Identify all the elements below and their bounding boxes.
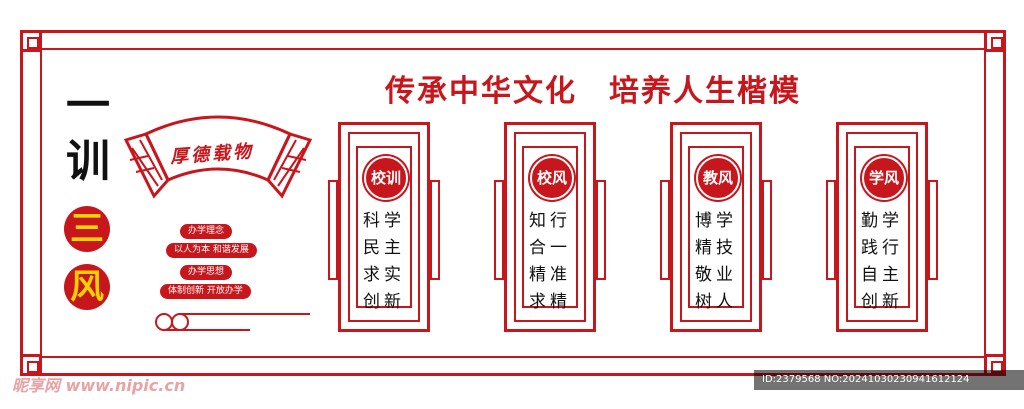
title-char: 训 bbox=[66, 136, 110, 187]
outer-frame bbox=[20, 30, 1006, 376]
title-circle-char: 三 bbox=[64, 206, 110, 252]
pill-label: 办学理念 bbox=[180, 224, 233, 239]
corner-ornament bbox=[20, 354, 42, 376]
watermark: 昵享网 www.nipic.cn bbox=[12, 376, 186, 395]
panel-badge: 学风 bbox=[862, 156, 906, 200]
title-circle-char: 风 bbox=[64, 264, 110, 310]
panel-text: 知行合一 精准求精 bbox=[529, 211, 571, 312]
panel-text: 科学民主 求实创新 bbox=[363, 211, 405, 312]
pill-label: 办学思想 bbox=[180, 265, 233, 280]
panel-badge: 校风 bbox=[530, 156, 574, 200]
motto-panel: 校训 科学民主 求实创新 bbox=[328, 122, 440, 332]
corner-ornament bbox=[20, 30, 42, 52]
pill-label: 以人为本 和谐发展 bbox=[166, 243, 257, 258]
panel-text: 博学精技 敬业树人 bbox=[695, 211, 737, 312]
fan-ornament bbox=[123, 115, 313, 199]
inner-frame bbox=[40, 48, 986, 358]
corner-ornament bbox=[984, 30, 1006, 52]
cloud-ornament bbox=[155, 313, 310, 331]
headline: 传承中华文化 培养人生楷模 bbox=[385, 74, 801, 109]
panel-text: 勤学践行 自主创新 bbox=[861, 211, 903, 312]
panel-badge: 教风 bbox=[696, 156, 740, 200]
panel-badge: 校训 bbox=[364, 156, 408, 200]
motto-panel: 校风 知行合一 精准求精 bbox=[494, 122, 606, 332]
pill-label: 体制创新 开放办学 bbox=[160, 284, 251, 299]
image-id-bar: ID:2379568 NO:20241030230941612124 bbox=[754, 370, 1024, 390]
title-char: 一 bbox=[66, 80, 110, 131]
motto-panel: 教风 博学精技 敬业树人 bbox=[660, 122, 772, 332]
motto-panel: 学风 勤学践行 自主创新 bbox=[826, 122, 938, 332]
